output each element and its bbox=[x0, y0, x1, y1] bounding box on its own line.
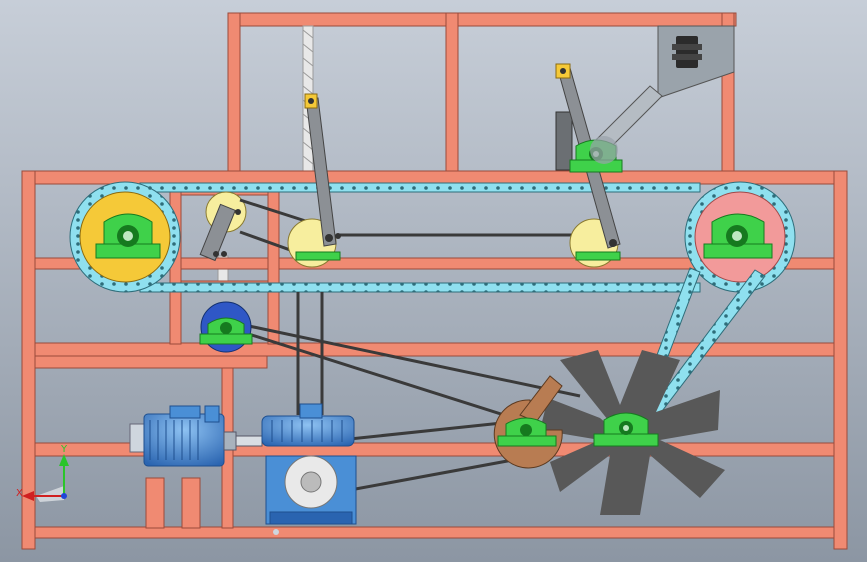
left-bearing-block bbox=[95, 213, 161, 259]
right-bearing-block bbox=[703, 213, 773, 259]
rotor-bearing-left bbox=[497, 417, 557, 447]
crank-pulley-small bbox=[199, 191, 247, 262]
rotor-bearing-right bbox=[593, 412, 659, 447]
coordinate-triad-icon: Y X bbox=[16, 444, 69, 502]
pivot-pin bbox=[213, 251, 219, 257]
triad-x-label: X bbox=[16, 488, 23, 499]
blue-pulley bbox=[199, 301, 253, 353]
pivot-pin bbox=[335, 233, 341, 239]
triad-y-label: Y bbox=[60, 444, 68, 455]
upper-bearing-block bbox=[569, 136, 623, 173]
gear-reducer bbox=[261, 403, 357, 535]
chain-lower bbox=[139, 282, 701, 293]
actuator-cylinder bbox=[555, 111, 573, 171]
chain-top bbox=[139, 182, 701, 193]
electric-motor bbox=[129, 405, 263, 467]
feed-hopper bbox=[595, 25, 735, 151]
